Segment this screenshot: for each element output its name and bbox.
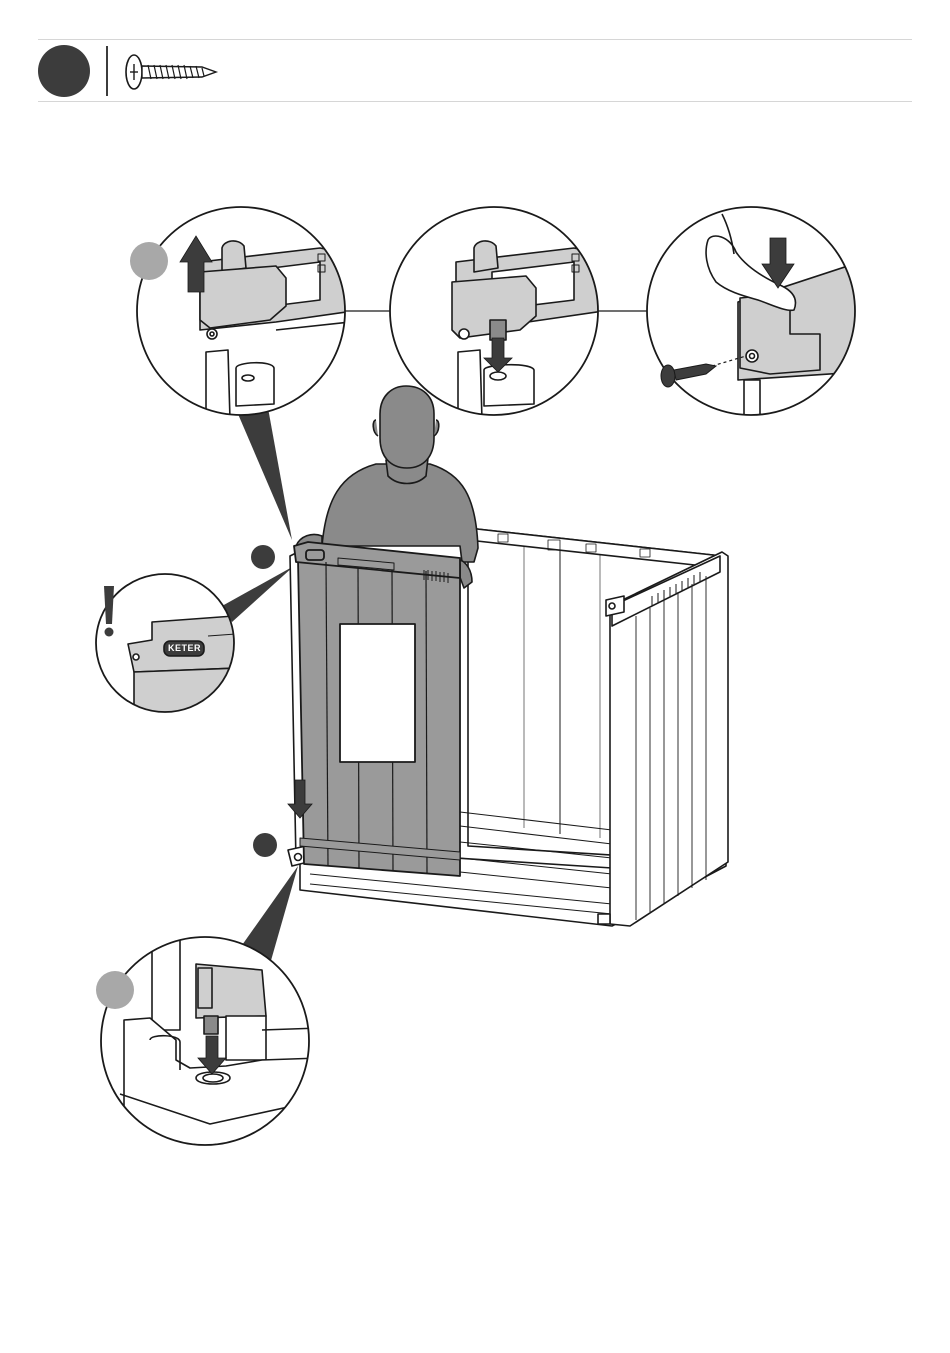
detail-circle-bottom: [96, 937, 320, 1160]
callout-wedge-top: [238, 408, 292, 540]
marker-middle: [251, 545, 275, 569]
detail-circle-lift: [130, 207, 360, 420]
detail-circle-insert: [390, 207, 610, 420]
marker-top-left: [130, 242, 168, 280]
front-panel: [294, 542, 460, 876]
callout-wedge-middle: [222, 566, 294, 622]
marker-bottom: [253, 833, 277, 857]
detail-circle-screw: [647, 207, 860, 420]
keter-logo: KETER: [168, 643, 201, 653]
marker-bottom-detail: [96, 971, 134, 1009]
